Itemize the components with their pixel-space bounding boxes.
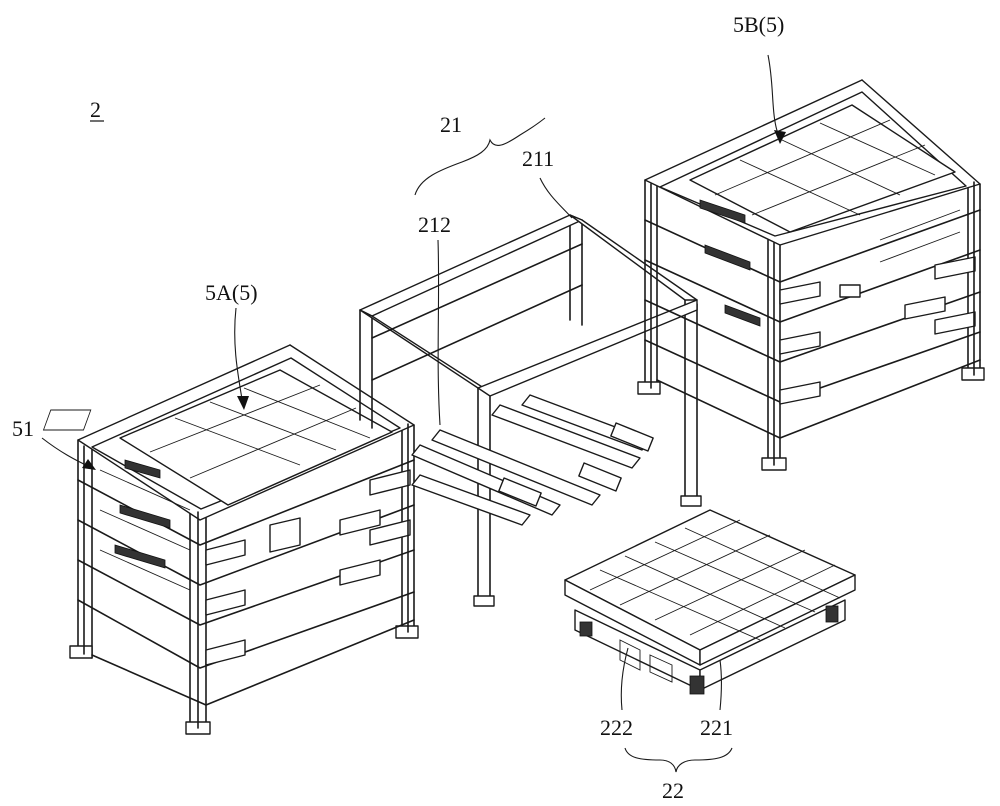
label-211: 211	[522, 146, 554, 171]
label-21: 21	[440, 112, 462, 137]
label-222: 222	[600, 715, 633, 740]
label-5a: 5A(5)	[205, 280, 258, 305]
label-5b: 5B(5)	[733, 12, 784, 37]
arrow-head-5a	[237, 396, 249, 410]
label-221: 221	[700, 715, 733, 740]
label-figure-2: 2	[90, 97, 101, 122]
label-212: 212	[418, 212, 451, 237]
leader-lines	[41, 54, 786, 773]
rack-right-5b	[637, 79, 985, 471]
frame-21	[359, 214, 702, 607]
arrow-head-51	[82, 459, 96, 470]
arrow-head-5b	[774, 130, 786, 144]
frame-arms-212	[411, 394, 654, 526]
labels: 2 5B(5) 5A(5) 21 211 212 51 222 221 22	[12, 12, 784, 803]
pallet-22	[564, 509, 856, 695]
label-51: 51	[12, 416, 34, 441]
rack-left-5a	[42, 344, 419, 735]
label-22: 22	[662, 778, 684, 803]
